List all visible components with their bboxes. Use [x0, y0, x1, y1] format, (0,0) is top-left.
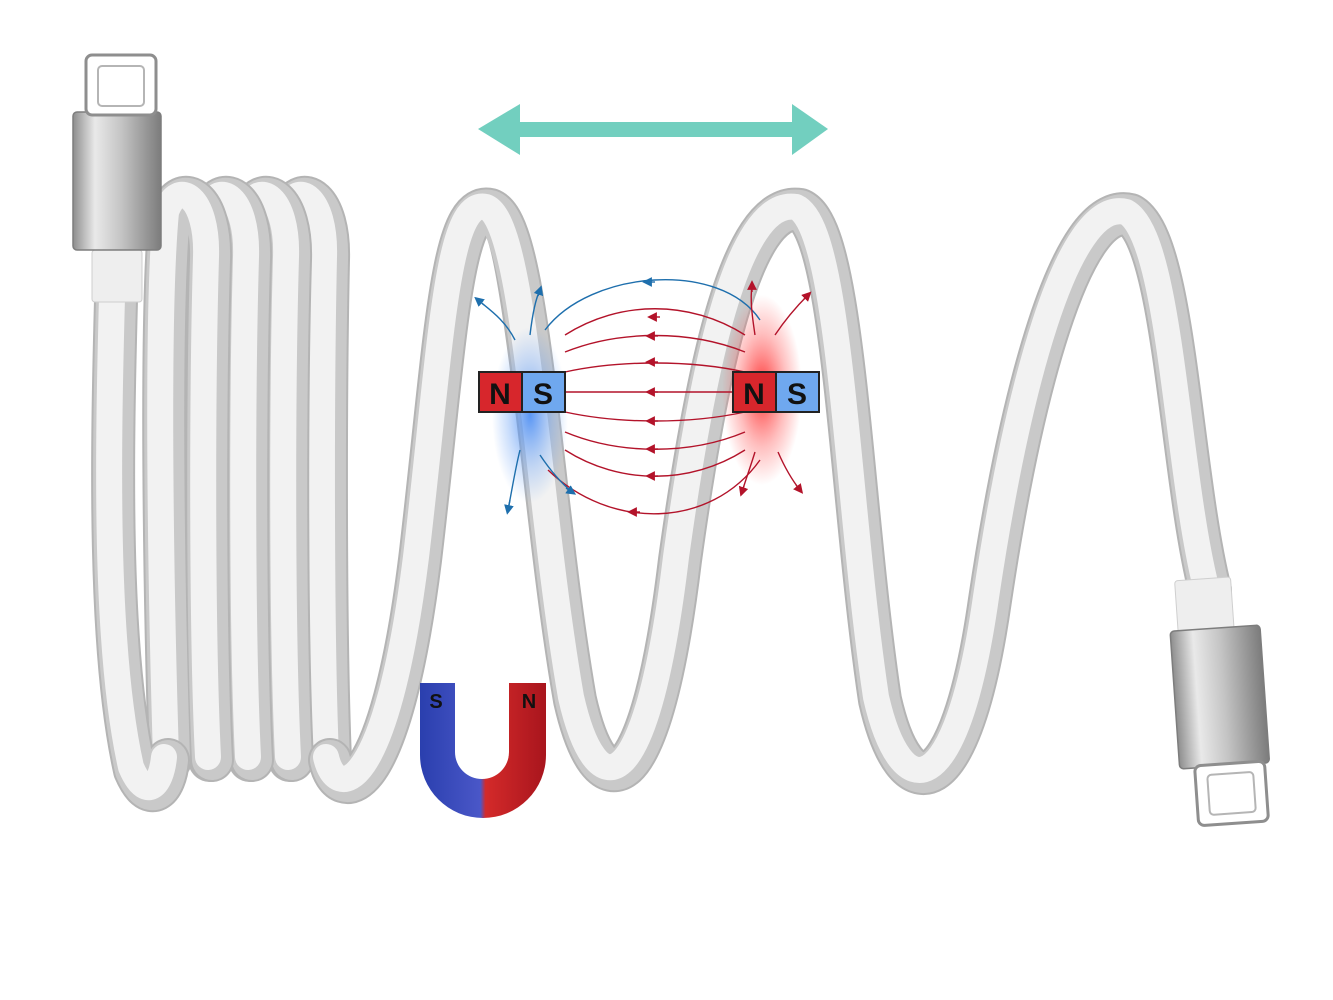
connector-housing	[1169, 624, 1270, 770]
bar-magnet-left: N S	[478, 371, 566, 413]
field-line-red-0	[564, 308, 746, 336]
south-pole	[775, 371, 820, 413]
south-label: S	[787, 378, 807, 411]
connector-plug-tip	[84, 53, 158, 117]
horseshoe-magnet-icon: S N	[420, 683, 546, 818]
field-arrow-end-5	[801, 291, 812, 302]
cable-wave-shade	[310, 189, 1230, 802]
strain-relief	[1174, 576, 1235, 634]
field-line-blue-top	[544, 279, 761, 331]
connector-plug-inner	[97, 65, 145, 107]
connector-plug-inner	[1206, 771, 1257, 816]
bar-magnet-right: N S	[732, 371, 820, 413]
coiled-cable	[91, 176, 1232, 812]
connector-plug-tip	[1193, 759, 1270, 827]
field-arrow-end-1	[533, 285, 544, 297]
field-arrow-end-3	[565, 485, 577, 495]
north-label: N	[522, 691, 536, 713]
north-pole	[478, 371, 523, 413]
magnetic-field-lines	[474, 277, 812, 517]
connector-housing	[72, 111, 162, 251]
south-pole	[521, 371, 566, 413]
north-label: N	[489, 378, 511, 411]
south-label: S	[429, 691, 442, 713]
bidirectional-arrow-icon	[478, 104, 828, 155]
north-pole	[732, 371, 777, 413]
field-arrow-end-7	[793, 483, 804, 494]
field-line-red-7	[547, 459, 761, 515]
usb-c-connector-top-left	[72, 53, 162, 303]
field-arrow-end-6	[738, 485, 749, 497]
north-label: N	[743, 378, 765, 411]
cable-lead-left	[96, 284, 177, 800]
field-arrow-end-0	[474, 296, 485, 307]
field-arrow-end-2	[504, 499, 514, 515]
field-line-red-2	[564, 362, 746, 373]
strain-relief	[91, 249, 143, 303]
usb-c-connector-bottom-right	[1169, 576, 1270, 827]
coil-loop-1	[147, 182, 221, 770]
south-label: S	[533, 378, 553, 411]
